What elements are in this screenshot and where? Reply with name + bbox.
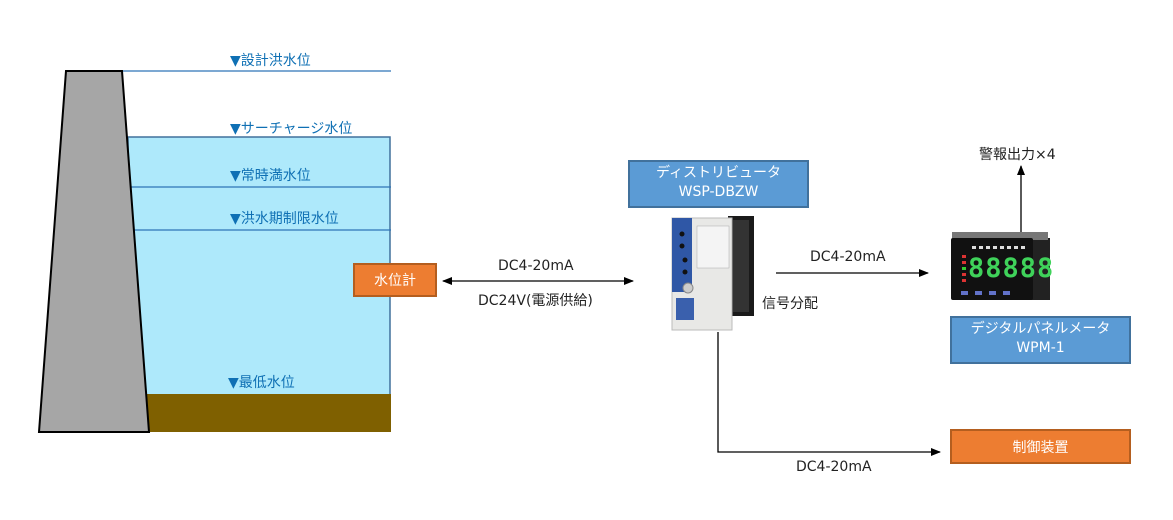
water-level-sensor-label: 水位計 xyxy=(374,273,416,289)
controller-link-arrow xyxy=(717,332,941,456)
sediment-layer xyxy=(146,394,391,432)
water-level-sensor-box[interactable]: 水位計 xyxy=(353,263,437,297)
distributor-model: WSP-DBZW xyxy=(678,184,759,200)
panel-meter-name: デジタルパネルメータ xyxy=(970,321,1111,337)
dam-body xyxy=(37,70,151,433)
meter-display: 88888 xyxy=(968,253,1055,284)
reservoir-water xyxy=(127,136,391,396)
distributor-name: ディストリビュータ xyxy=(655,165,782,181)
panel-meter-image xyxy=(951,232,1050,300)
panel-meter-label-box[interactable]: デジタルパネルメータ WPM-1 xyxy=(950,316,1131,364)
level-design-flood: ▼設計洪水位 xyxy=(230,53,311,69)
level-flood-limit: ▼洪水期制限水位 xyxy=(230,211,339,227)
distributor-device-image xyxy=(671,216,754,331)
panel-meter-model: WPM-1 xyxy=(1016,340,1065,356)
alarm-output-label: 警報出力×4 xyxy=(979,147,1056,163)
distributor-label-box[interactable]: ディストリビュータ WSP-DBZW xyxy=(628,160,809,208)
controller-link-signal: DC4-20mA xyxy=(796,459,872,475)
sensor-link-signal: DC4-20mA xyxy=(498,258,574,274)
controller-label: 制御装置 xyxy=(1012,439,1069,456)
meter-link-note: 信号分配 xyxy=(762,296,818,312)
sensor-link-power: DC24V(電源供給) xyxy=(478,293,593,309)
level-normal-full: ▼常時満水位 xyxy=(230,168,311,184)
meter-link-signal: DC4-20mA xyxy=(810,249,886,265)
controller-box[interactable]: 制御装置 xyxy=(950,429,1131,464)
level-surcharge: ▼サーチャージ水位 xyxy=(230,121,353,137)
level-minimum: ▼最低水位 xyxy=(228,375,295,391)
